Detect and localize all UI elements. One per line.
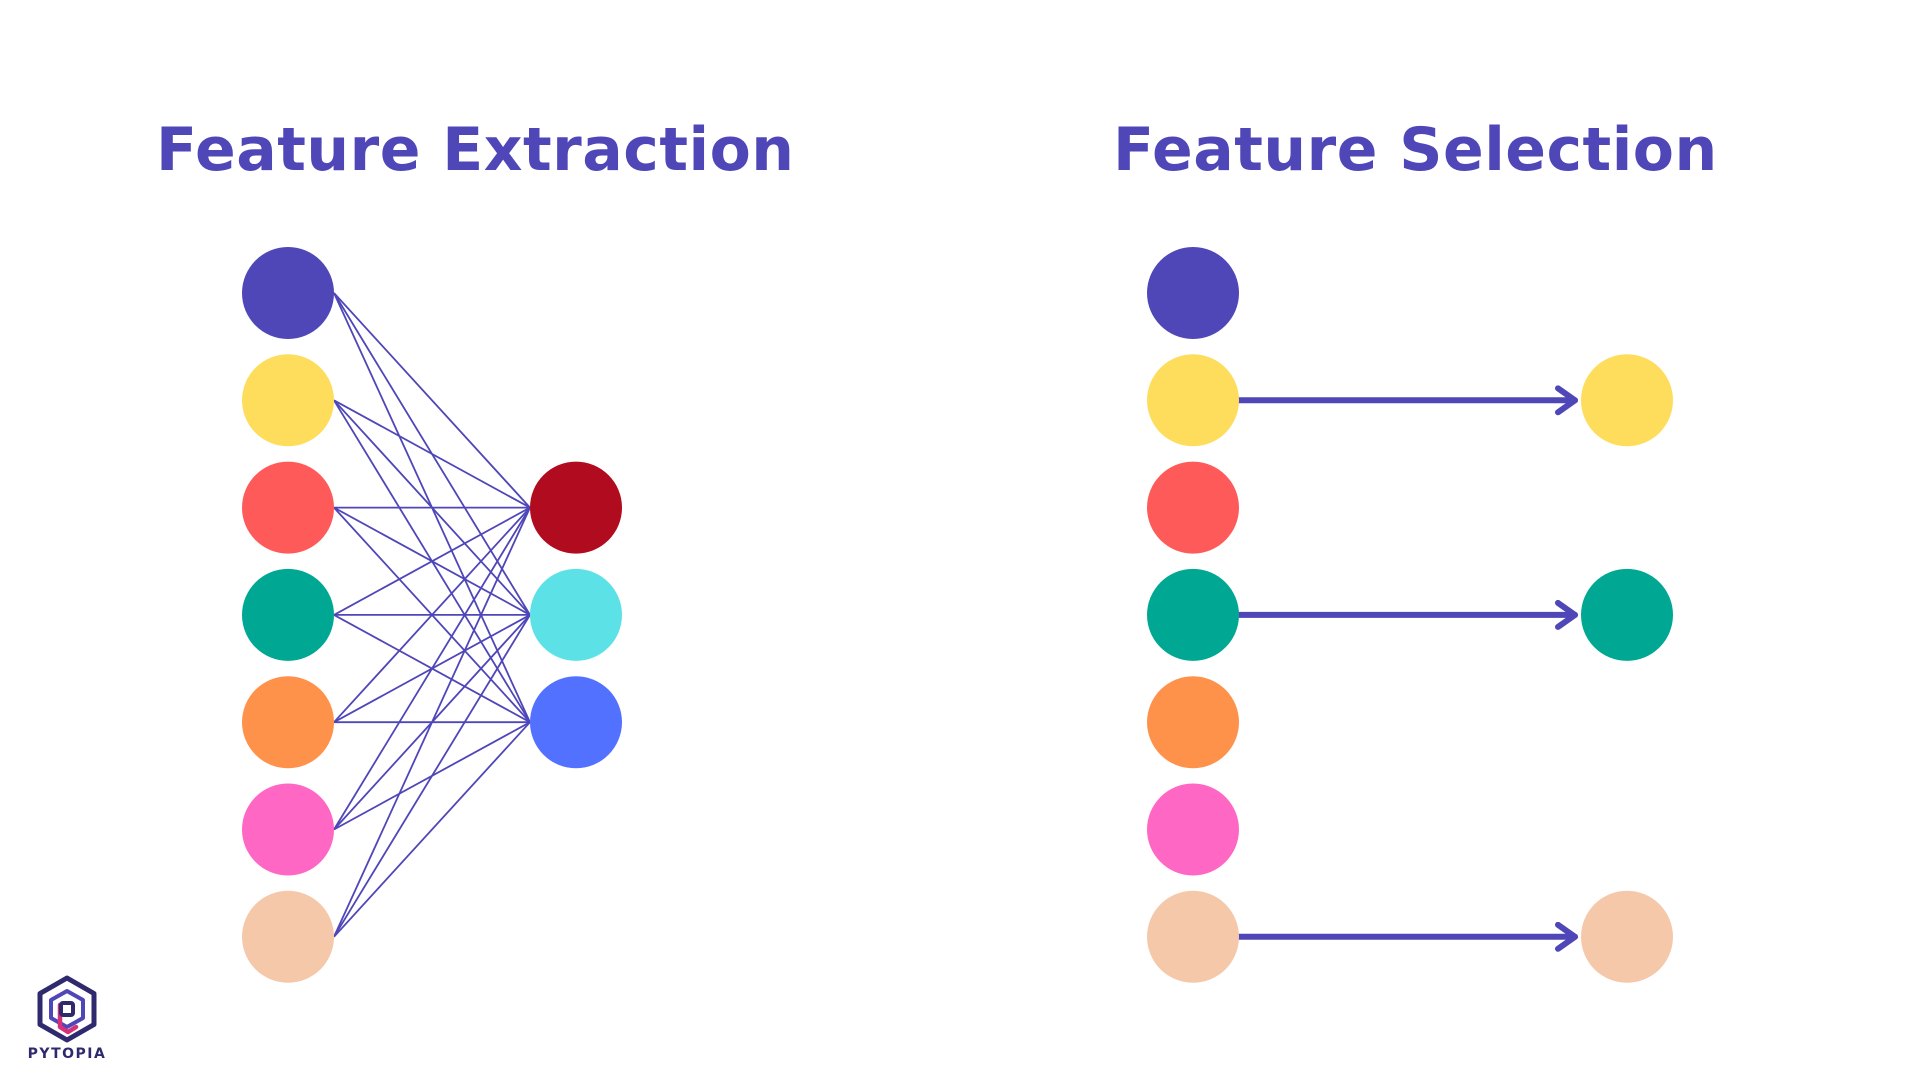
extraction-nodes xyxy=(242,247,622,983)
feature-extraction-title: Feature Extraction xyxy=(156,115,795,185)
input-feature-node xyxy=(242,890,334,983)
connection-line xyxy=(333,507,531,938)
candidate-feature-node xyxy=(1147,568,1239,661)
connection-line xyxy=(333,399,531,509)
pytopia-hexagon-icon xyxy=(37,975,97,1043)
candidate-feature-node xyxy=(1147,461,1239,554)
pytopia-logo: PYTOPIA xyxy=(26,975,108,1071)
candidate-feature-node xyxy=(1147,676,1239,769)
connection-line xyxy=(333,721,531,938)
connection-line xyxy=(333,507,531,830)
selection-arrows xyxy=(1236,385,1578,952)
selected-feature-node xyxy=(1581,568,1673,661)
input-feature-node xyxy=(242,676,334,769)
selected-feature-node xyxy=(1581,890,1673,983)
connection-line xyxy=(333,292,531,509)
candidate-feature-node xyxy=(1147,354,1239,447)
input-feature-node xyxy=(242,354,334,447)
input-feature-node xyxy=(242,783,334,876)
extracted-feature-node xyxy=(530,461,622,554)
logo-text: PYTOPIA xyxy=(27,1046,107,1062)
selection-nodes xyxy=(1147,247,1673,983)
connection-line xyxy=(333,506,531,723)
extracted-feature-node xyxy=(530,568,622,661)
selected-feature-node xyxy=(1581,354,1673,447)
candidate-feature-node xyxy=(1147,890,1239,983)
extraction-connections xyxy=(333,292,531,938)
candidate-feature-node xyxy=(1147,783,1239,876)
candidate-feature-node xyxy=(1147,247,1239,339)
connection-line xyxy=(333,614,531,938)
feature-selection-title: Feature Selection xyxy=(1113,115,1718,185)
input-feature-node xyxy=(242,568,334,661)
extracted-feature-node xyxy=(530,676,622,769)
input-feature-node xyxy=(242,247,334,339)
input-feature-node xyxy=(242,461,334,554)
connection-line xyxy=(333,506,531,616)
